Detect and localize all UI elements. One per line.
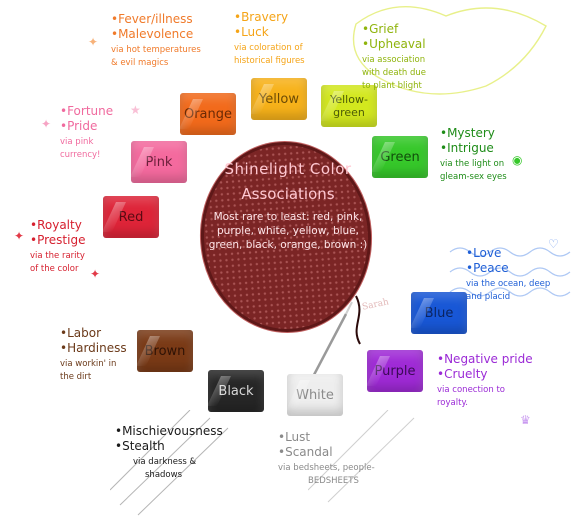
swatch-blue-label: Blue [424, 305, 454, 321]
note-blue-line-1: •Love [466, 246, 502, 260]
note-yellow-green-via-3: to plant blight [362, 81, 422, 91]
note-white: •Lust •Scandal via bedsheets, people- BE… [278, 430, 375, 486]
note-green-via-2: gleam-sex eyes [440, 172, 507, 182]
note-pink: •Fortune •Pride via pink currency! [60, 104, 113, 160]
note-brown-via-1: via workin' in [60, 359, 117, 369]
note-black: •Mischievousness •Stealth via darkness &… [115, 424, 223, 480]
note-brown: •Labor •Hardiness via workin' in the dir… [60, 326, 127, 382]
note-red-line-1: •Royalty [30, 218, 82, 232]
swatch-red-label: Red [118, 209, 144, 225]
swatch-purple: Purple [367, 350, 423, 392]
swatch-yellow-green: Yellow- green [321, 85, 377, 127]
note-pink-line-2: •Pride [60, 119, 98, 133]
note-red-line-2: •Prestige [30, 233, 86, 247]
star-icon: ★ [130, 103, 141, 117]
note-brown-line-2: •Hardiness [60, 341, 127, 355]
note-blue-line-2: •Peace [466, 261, 509, 275]
hatch-shadow-white [308, 410, 415, 503]
note-yellow-green-line-1: •Grief [362, 22, 399, 36]
note-yellow: •Bravery •Luck via coloration of histori… [234, 10, 305, 66]
note-brown-via-2: the dirt [60, 372, 92, 382]
swatch-white: White [287, 374, 343, 416]
note-green-via-1: via the light on [440, 159, 505, 169]
hatch-shadow-black [110, 410, 229, 516]
swatch-pink-label: Pink [145, 154, 173, 170]
note-pink-via-1: via pink [60, 137, 94, 147]
note-white-via-2: BEDSHEETS [308, 476, 359, 486]
swatch-green: Green [372, 136, 428, 178]
note-orange: •Fever/illness •Malevolence via hot temp… [111, 12, 201, 68]
blue-waves [449, 247, 571, 297]
swatch-orange-label: Orange [183, 106, 233, 122]
swatch-yellow: Yellow [251, 78, 307, 120]
swatch-black-label: Black [218, 383, 254, 399]
crown-icon: ♛ [520, 413, 531, 427]
note-pink-via-2: currency! [60, 150, 101, 160]
note-white-line-2: •Scandal [278, 445, 333, 459]
sparkle-icon: ✦ [14, 229, 25, 243]
note-yellow-line-1: •Bravery [234, 10, 289, 24]
swatch-red: Red [103, 196, 159, 238]
heart-icon: ♡ [548, 237, 559, 251]
swatch-yellow-green-label-line-2: green [333, 106, 365, 119]
note-purple-line-1: •Negative pride [437, 352, 533, 366]
note-orange-line-1: •Fever/illness [111, 12, 193, 26]
note-yellow-line-2: •Luck [234, 25, 269, 39]
swatch-green-label: Green [380, 149, 420, 165]
eye-icon: ◉ [512, 153, 523, 167]
note-yellow-via-1: via coloration of [234, 43, 303, 53]
note-red-via-2: of the color [30, 264, 79, 274]
swatch-brown: Brown [137, 330, 193, 372]
swatch-white-label: White [296, 387, 334, 403]
sparkle-icon: ✦ [88, 35, 99, 49]
note-yellow-green-via-1: via association [362, 55, 426, 65]
note-black-line-1: •Mischievousness [115, 424, 223, 438]
note-yellow-green-line-2: •Upheaval [362, 37, 426, 51]
note-brown-line-1: •Labor [60, 326, 102, 340]
sparkle-icon: ✦ [90, 267, 101, 281]
note-black-via-1: via darkness & [133, 457, 197, 467]
center-subtitle: Associations [241, 185, 335, 203]
note-orange-via-2: & evil magics [111, 58, 169, 68]
note-green-line-2: •Intrigue [440, 141, 494, 155]
note-purple-line-2: •Cruelty [437, 367, 488, 381]
note-white-via-1: via bedsheets, people- [278, 463, 375, 473]
note-green: •Mystery •Intrigue via the light on glea… [440, 126, 507, 182]
swatch-orange: Orange [180, 93, 236, 135]
note-blue: •Love •Peace via the ocean, deep and pla… [466, 246, 550, 302]
swatch-blue: Blue [411, 292, 467, 334]
note-yellow-green: •Grief •Upheaval via association with de… [362, 22, 426, 91]
note-orange-line-2: •Malevolence [111, 27, 194, 41]
swatch-black: Black [208, 370, 264, 412]
swatch-brown-label: Brown [144, 343, 186, 359]
note-purple-via-2: royalty. [437, 398, 468, 408]
note-red: •Royalty •Prestige via the rarity of the… [30, 218, 85, 274]
note-orange-via-1: via hot temperatures [111, 45, 201, 55]
note-black-via-2: shadows [145, 470, 183, 480]
note-pink-line-1: •Fortune [60, 104, 114, 118]
swatch-purple-label: Purple [374, 363, 416, 379]
note-yellow-green-via-2: with death due [362, 68, 427, 78]
note-blue-via-1: via the ocean, deep [466, 279, 551, 289]
note-green-line-1: •Mystery [440, 126, 495, 140]
center-text-block: Shinelight Color Associations Most rare … [208, 160, 368, 252]
note-black-line-2: •Stealth [115, 439, 165, 453]
swatch-yellow-label: Yellow [258, 91, 300, 107]
note-yellow-via-2: historical figures [234, 56, 305, 66]
center-body: Most rare to least: red, pink, purple, w… [208, 211, 368, 251]
yellow-green-splotch [352, 6, 547, 95]
center-title: Shinelight Color [224, 160, 352, 178]
swatch-yellow-green-label-line-1: Yellow- [330, 93, 368, 106]
note-purple-via-1: via conection to [437, 385, 505, 395]
note-white-line-1: •Lust [278, 430, 311, 444]
note-red-via-1: via the rarity [30, 251, 85, 261]
sparkle-icon: ✦ [41, 117, 52, 131]
swatch-pink: Pink [131, 141, 187, 183]
note-purple: •Negative pride •Cruelty via conection t… [437, 352, 533, 408]
note-blue-via-2: and placid [466, 292, 511, 302]
